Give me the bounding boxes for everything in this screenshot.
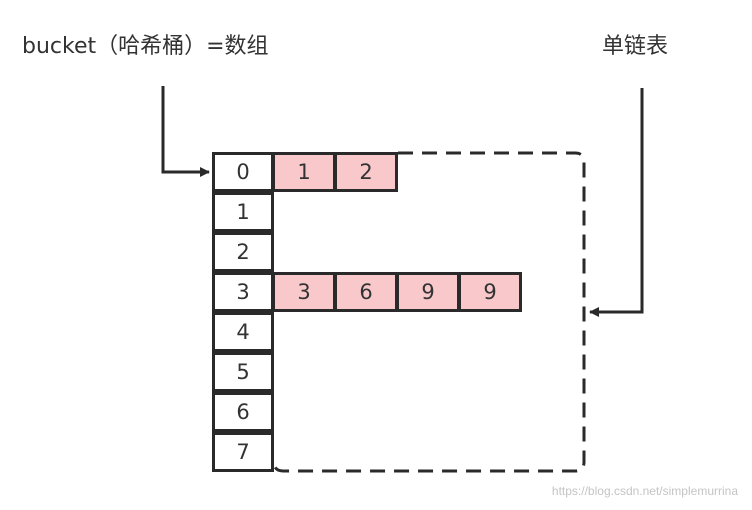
linked-list-label: 单链表 (602, 34, 669, 59)
bucket-index-cell: 6 (212, 392, 274, 432)
bucket-index-cell: 5 (212, 352, 274, 392)
list-node: 9 (458, 272, 522, 312)
bucket-index-cell: 2 (212, 232, 274, 272)
bucket-array-label: bucket（哈希桶）=数组 (22, 34, 269, 59)
list-node: 2 (334, 152, 398, 192)
list-node: 3 (272, 272, 336, 312)
bucket-index-cell: 0 (212, 152, 274, 192)
linked-list-dashed-border (272, 151, 586, 473)
bucket-arrow (161, 86, 210, 177)
linked-list-arrow (589, 88, 644, 317)
list-node: 6 (334, 272, 398, 312)
list-node: 9 (396, 272, 460, 312)
bucket-index-cell: 3 (212, 272, 274, 312)
bucket-index-cell: 1 (212, 192, 274, 232)
bucket-index-cell: 4 (212, 312, 274, 352)
bucket-index-cell: 7 (212, 432, 274, 472)
list-node: 1 (272, 152, 336, 192)
watermark: https://blog.csdn.net/simplemurrina (551, 484, 738, 498)
